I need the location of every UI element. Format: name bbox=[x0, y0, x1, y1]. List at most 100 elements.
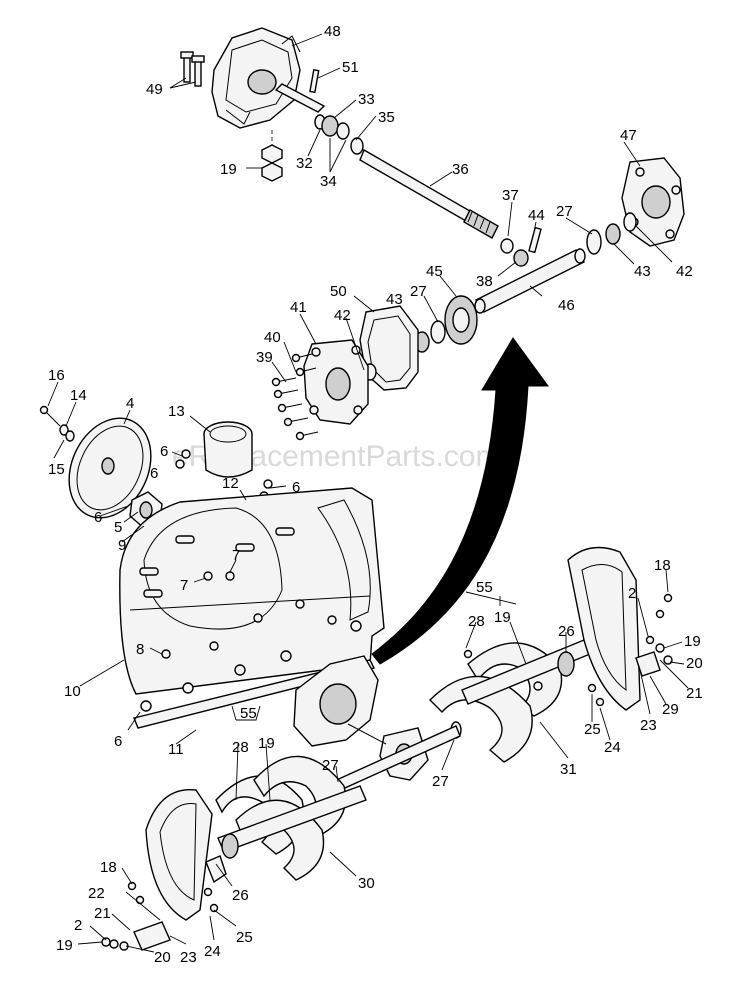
callout-47: 47 bbox=[620, 127, 637, 144]
auger-31 bbox=[429, 639, 591, 763]
callout-20-right: 20 bbox=[686, 655, 703, 672]
callout-7-left: 7 bbox=[180, 577, 188, 594]
callout-26-right: 26 bbox=[558, 623, 575, 640]
callout-46: 46 bbox=[558, 297, 575, 314]
gear-case-41 bbox=[303, 339, 369, 425]
callout-55-right: 55 bbox=[476, 579, 493, 596]
callout-55-left: 55 bbox=[240, 705, 257, 722]
callout-48: 48 bbox=[324, 23, 341, 40]
carriage-bolts-7-8 bbox=[161, 571, 337, 659]
right-side-plate bbox=[567, 546, 641, 711]
callout-27-left: 27 bbox=[322, 757, 339, 774]
callout-labels: 48 49 51 33 35 32 34 19 36 47 37 44 27 3… bbox=[48, 23, 703, 966]
callout-26-left: 26 bbox=[232, 887, 249, 904]
callout-6-flange-top: 6 bbox=[150, 465, 158, 482]
callout-2-left: 2 bbox=[74, 917, 82, 934]
callout-19-top: 19 bbox=[220, 161, 237, 178]
callout-6-chute-right: 6 bbox=[292, 479, 300, 496]
bolts-49 bbox=[180, 51, 205, 87]
callout-33: 33 bbox=[358, 91, 375, 108]
callout-42-mid: 42 bbox=[334, 307, 351, 324]
auger-30 bbox=[215, 755, 367, 881]
bolt-16-washer-14 bbox=[39, 405, 75, 442]
callout-23-right: 23 bbox=[640, 717, 657, 734]
callout-19-left: 19 bbox=[56, 937, 73, 954]
callout-42-right: 42 bbox=[676, 263, 693, 280]
callout-28-right: 28 bbox=[468, 613, 485, 630]
callout-5: 5 bbox=[114, 519, 122, 536]
assembly-arrow bbox=[371, 337, 549, 665]
callout-40: 40 bbox=[264, 329, 281, 346]
callout-27-center: 27 bbox=[432, 773, 449, 790]
shaft-bracket bbox=[274, 83, 364, 155]
callout-27-mid: 27 bbox=[410, 283, 427, 300]
nuts-6-bottom bbox=[140, 620, 362, 712]
worm-gear-45 bbox=[444, 295, 478, 345]
callout-12: 12 bbox=[222, 475, 239, 492]
left-side-plate bbox=[145, 789, 227, 921]
gear-housing-48 bbox=[211, 27, 301, 129]
gear-housing-47 bbox=[621, 157, 685, 247]
key-44 bbox=[528, 226, 542, 254]
callout-19-right-auger: 19 bbox=[494, 609, 511, 626]
callout-11: 11 bbox=[168, 741, 184, 758]
axle-46 bbox=[474, 248, 586, 314]
pin-51 bbox=[309, 68, 320, 94]
callout-18-right: 18 bbox=[654, 557, 671, 574]
callout-28-left: 28 bbox=[232, 739, 249, 756]
left-hardware bbox=[101, 881, 219, 951]
pulley-4 bbox=[68, 417, 152, 519]
callout-21-right: 21 bbox=[686, 685, 703, 702]
callout-45: 45 bbox=[426, 263, 443, 280]
callout-13: 13 bbox=[168, 403, 185, 420]
callout-24-right: 24 bbox=[604, 739, 621, 756]
callout-44: 44 bbox=[528, 207, 545, 224]
callout-8: 8 bbox=[136, 641, 144, 658]
callout-6-chute-left: 6 bbox=[160, 443, 168, 460]
callout-19-right: 19 bbox=[684, 633, 701, 650]
callout-23-left: 23 bbox=[180, 949, 197, 966]
callout-6-bottom: 6 bbox=[114, 733, 122, 750]
callout-35: 35 bbox=[378, 109, 395, 126]
callout-14: 14 bbox=[70, 387, 87, 404]
callout-7-right: 7 bbox=[232, 547, 240, 564]
callout-32: 32 bbox=[296, 155, 313, 172]
callout-37: 37 bbox=[502, 187, 519, 204]
worm-shaft-36 bbox=[359, 148, 499, 239]
nuts-19-top bbox=[261, 130, 283, 182]
callout-38: 38 bbox=[476, 273, 493, 290]
callout-4: 4 bbox=[126, 395, 134, 412]
callout-16: 16 bbox=[48, 367, 65, 384]
callout-34: 34 bbox=[320, 173, 337, 190]
callout-36: 36 bbox=[452, 161, 469, 178]
callout-50: 50 bbox=[330, 283, 347, 300]
callout-24-left: 24 bbox=[204, 943, 221, 960]
bearings-27-43-42-right bbox=[586, 212, 637, 255]
callout-10: 10 bbox=[64, 683, 81, 700]
callout-21-left: 21 bbox=[94, 905, 111, 922]
callout-39: 39 bbox=[256, 349, 273, 366]
callout-22: 22 bbox=[88, 885, 105, 902]
callout-18-left: 18 bbox=[100, 859, 117, 876]
callout-29: 29 bbox=[662, 701, 679, 718]
callout-41: 41 bbox=[290, 299, 307, 316]
bearings-27-43-left bbox=[414, 320, 446, 353]
callout-31: 31 bbox=[560, 761, 577, 778]
washers-37-38 bbox=[500, 238, 529, 267]
callout-6-flange-left: 6 bbox=[94, 509, 102, 526]
callout-25-left: 25 bbox=[236, 929, 253, 946]
callout-43-right: 43 bbox=[634, 263, 651, 280]
callout-20-left: 20 bbox=[154, 949, 171, 966]
leader-lines bbox=[47, 33, 689, 953]
callout-9: 9 bbox=[118, 537, 126, 554]
callout-27-right: 27 bbox=[556, 203, 573, 220]
callout-19-left-auger: 19 bbox=[258, 735, 275, 752]
callout-15: 15 bbox=[48, 461, 65, 478]
callout-43-mid: 43 bbox=[386, 291, 403, 308]
screws-39-40 bbox=[271, 353, 319, 441]
callout-49: 49 bbox=[146, 81, 163, 98]
chute-ring-13 bbox=[203, 421, 253, 478]
callout-2-right: 2 bbox=[628, 585, 636, 602]
callout-25-right: 25 bbox=[584, 721, 601, 738]
